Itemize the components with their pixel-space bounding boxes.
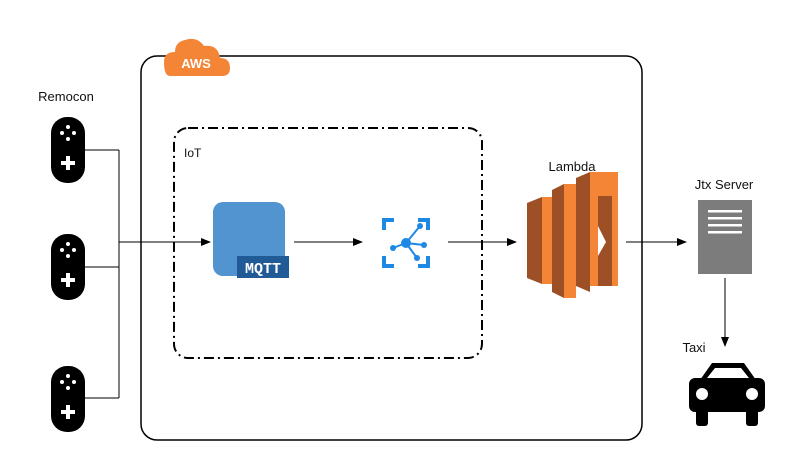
taxi-label: Taxi (682, 340, 705, 355)
controller-connectors (85, 149, 120, 399)
mqtt-icon: MQTT (213, 202, 289, 278)
game-controller-icon (51, 117, 85, 183)
game-controller-icon (51, 366, 85, 432)
iot-group-boundary (173, 127, 483, 359)
iot-hub-icon (382, 218, 430, 268)
lambda-icon (527, 172, 618, 298)
iot-group-label: IoT (184, 146, 202, 160)
aws-cloud-icon: AWS (164, 38, 230, 76)
lambda-label: Lambda (549, 159, 597, 174)
game-controller-icon (51, 234, 85, 300)
server-icon (698, 200, 752, 274)
aws-container (140, 55, 643, 441)
aws-label: AWS (181, 56, 211, 71)
remocon-label: Remocon (38, 89, 94, 104)
server-label: Jtx Server (695, 177, 754, 192)
taxi-icon (689, 363, 765, 426)
mqtt-label: MQTT (245, 261, 281, 278)
